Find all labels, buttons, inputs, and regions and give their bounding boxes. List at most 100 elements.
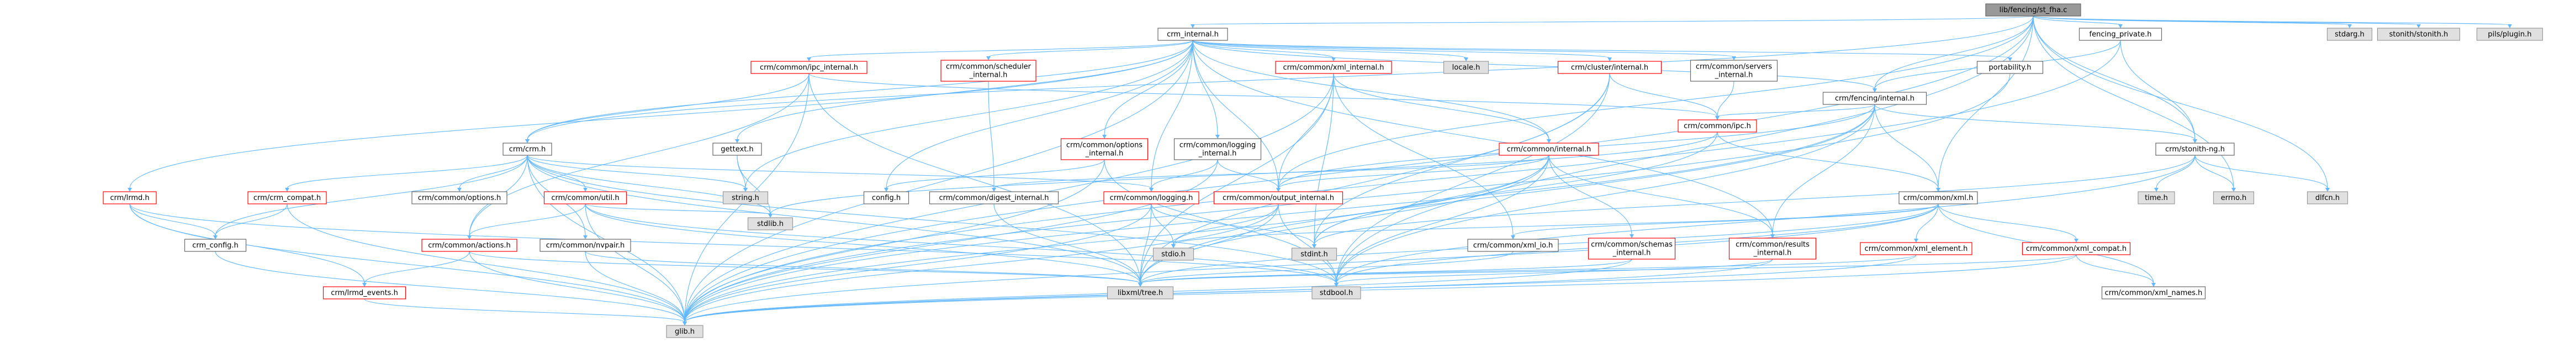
node-box bbox=[502, 143, 552, 156]
node-xml-compat[interactable]: crm/common/xml_compat.h bbox=[2022, 242, 2131, 255]
edge-xml_io-to-libxml_tree bbox=[1140, 251, 1514, 284]
node-config-h[interactable]: config.h bbox=[863, 191, 909, 204]
edge-crm_h-to-libxml_tree bbox=[527, 155, 1141, 284]
node-label: dlfcn.h bbox=[2315, 194, 2340, 202]
edge-xml_internal-to-libxml_tree bbox=[1140, 73, 1334, 284]
node-common-xml[interactable]: crm/common/xml.h bbox=[1898, 191, 1978, 204]
edge-arrowhead bbox=[457, 188, 462, 192]
node-crm-compat[interactable]: crm/crm_compat.h bbox=[247, 191, 327, 204]
edge-arrowhead bbox=[1511, 235, 1515, 239]
edge-arrowhead bbox=[362, 283, 367, 287]
edge-fencing_st-to-stdarg bbox=[2033, 15, 2350, 25]
node-label: crm/common/ipc.h bbox=[1684, 122, 1751, 130]
node-box bbox=[1499, 143, 1599, 156]
node-label: config.h bbox=[872, 194, 901, 202]
edge-crm_internal-to-cluster_internal bbox=[1192, 40, 1610, 59]
node-crm-internal[interactable]: crm_internal.h bbox=[1157, 28, 1228, 41]
node-fencing-private[interactable]: fencing_private.h bbox=[2078, 28, 2162, 41]
node-label: gettext.h bbox=[721, 145, 753, 154]
edge-arrowhead bbox=[1102, 135, 1107, 139]
edge-stonith_ng-to-stdbool_h bbox=[1336, 155, 2196, 284]
edge-digest_internal-to-libxml_tree bbox=[993, 203, 1141, 284]
node-label: crm/crm_compat.h bbox=[253, 194, 321, 202]
edge-common_nvpair-to-libxml_tree bbox=[585, 251, 1141, 284]
edge-ipc_h-to-stdlib_h bbox=[770, 131, 1718, 215]
edge-fencing_st-to-common_xml bbox=[1938, 15, 2034, 189]
node-crm-config[interactable]: crm_config.h bbox=[184, 239, 247, 252]
node-label: crm_config.h bbox=[192, 241, 239, 250]
node-lrmd-events[interactable]: crm/lrmd_events.h bbox=[322, 286, 406, 299]
node-scheduler-internal[interactable]: crm/common/scheduler_internal.h bbox=[940, 60, 1036, 82]
edge-crm_h-to-common_logging bbox=[527, 155, 1152, 189]
node-ipc-internal[interactable]: crm/common/ipc_internal.h bbox=[750, 61, 868, 74]
node-box bbox=[1275, 61, 1392, 74]
node-ipc-h[interactable]: crm/common/ipc.h bbox=[1678, 119, 1757, 133]
node-crm-h[interactable]: crm/crm.h bbox=[502, 143, 552, 156]
node-digest-internal[interactable]: crm/common/digest_internal.h bbox=[929, 191, 1059, 204]
node-schemas-internal[interactable]: crm/common/schemas_internal.h bbox=[1588, 238, 1676, 260]
node-box bbox=[1443, 61, 1489, 74]
node-box bbox=[1060, 138, 1149, 160]
node-label: crm/common/logging.h bbox=[1110, 194, 1193, 202]
edge-crm_internal-to-config_h bbox=[886, 40, 1193, 189]
edge-arrowhead bbox=[1171, 244, 1176, 248]
node-label: crm/crm.h bbox=[509, 145, 546, 154]
node-label: crm/stonith-ng.h bbox=[2165, 145, 2225, 154]
node-box bbox=[1173, 138, 1262, 160]
node-label: stonith/stonith.h bbox=[2389, 30, 2448, 39]
node-cluster-internal[interactable]: crm/cluster/internal.h bbox=[1557, 61, 1662, 74]
node-xml-element[interactable]: crm/common/xml_element.h bbox=[1860, 242, 1972, 255]
node-portability[interactable]: portability.h bbox=[1976, 61, 2044, 74]
node-fencing-internal[interactable]: crm/fencing/internal.h bbox=[1822, 92, 1927, 105]
node-xml-internal[interactable]: crm/common/xml_internal.h bbox=[1275, 61, 1392, 74]
node-common-options[interactable]: crm/common/options.h bbox=[411, 191, 507, 204]
edge-fencing_internal-to-ipc_h bbox=[1717, 104, 1875, 117]
node-common-util[interactable]: crm/common/util.h bbox=[543, 191, 627, 204]
edge-arrowhead bbox=[285, 188, 289, 192]
node-gettext[interactable]: gettext.h bbox=[712, 143, 762, 156]
edge-crm_internal-to-results_internal bbox=[1192, 40, 1773, 235]
node-box bbox=[247, 191, 327, 204]
node-label: stdbool.h bbox=[1320, 289, 1353, 297]
edge-lrmd_h-to-lrmd_events bbox=[129, 203, 365, 284]
node-label: crm/fencing/internal.h bbox=[1835, 94, 1914, 103]
edge-arrowhead bbox=[1914, 239, 1918, 243]
edge-arrowhead bbox=[992, 188, 996, 192]
node-servers-internal[interactable]: crm/common/servers_internal.h bbox=[1690, 60, 1778, 82]
node-common-logging[interactable]: crm/common/logging.h bbox=[1103, 191, 1199, 204]
edge-logging_internal-to-output_internal bbox=[1217, 159, 1279, 189]
node-box bbox=[2155, 143, 2235, 156]
node-logging-internal[interactable]: crm/common/logging_internal.h bbox=[1173, 138, 1262, 160]
edge-fencing_internal-to-stdbool_h bbox=[1336, 104, 1875, 284]
node-output-internal[interactable]: crm/common/output_internal.h bbox=[1213, 191, 1343, 204]
node-stonith-ng[interactable]: crm/stonith-ng.h bbox=[2155, 143, 2235, 156]
node-xml-io[interactable]: crm/common/xml_io.h bbox=[1467, 239, 1559, 252]
node-label: stdint.h bbox=[1300, 250, 1327, 259]
node-box bbox=[411, 191, 507, 204]
edge-common_util-to-stdlib_h bbox=[585, 203, 771, 215]
edge-crm_internal-to-gettext bbox=[737, 40, 1193, 140]
edge-common_util-to-common_actions bbox=[469, 203, 586, 236]
node-xml-names[interactable]: crm/common/xml_names.h bbox=[2101, 286, 2206, 299]
node-lrmd-h[interactable]: crm/lrmd.h bbox=[103, 191, 157, 204]
node-box bbox=[1985, 3, 2081, 17]
node-label: crm/common/internal.h bbox=[1507, 145, 1591, 154]
edge-crm_internal-to-ipc_internal bbox=[808, 40, 1193, 59]
edge-common_logging-to-stdio_h bbox=[1151, 203, 1174, 245]
edge-common_xml-to-xml_io bbox=[1512, 203, 1939, 236]
node-label: crm/common/xml_io.h bbox=[1473, 241, 1553, 250]
node-common-internal[interactable]: crm/common/internal.h bbox=[1499, 143, 1599, 156]
edge-crm_compat-to-glib_h bbox=[287, 203, 685, 323]
node-label: crm/common/xml_names.h bbox=[2105, 289, 2203, 297]
edge-common_logging-to-stdint_h bbox=[1151, 203, 1315, 245]
node-common-nvpair[interactable]: crm/common/nvpair.h bbox=[539, 239, 631, 252]
edge-arrowhead bbox=[2325, 188, 2330, 192]
node-options-internal[interactable]: crm/common/options_internal.h bbox=[1060, 138, 1149, 160]
node-fencing-st[interactable]: lib/fencing/st_fha.c bbox=[1985, 3, 2081, 17]
node-common-actions[interactable]: crm/common/actions.h bbox=[421, 239, 517, 252]
node-results-internal[interactable]: crm/common/results_internal.h bbox=[1728, 238, 1817, 260]
node-box bbox=[1103, 191, 1199, 204]
edge-stonith_ng-to-stdint_h bbox=[1314, 155, 2196, 245]
edge-arrowhead bbox=[807, 57, 811, 61]
edge-common_internal-to-glib_h bbox=[684, 155, 1549, 323]
